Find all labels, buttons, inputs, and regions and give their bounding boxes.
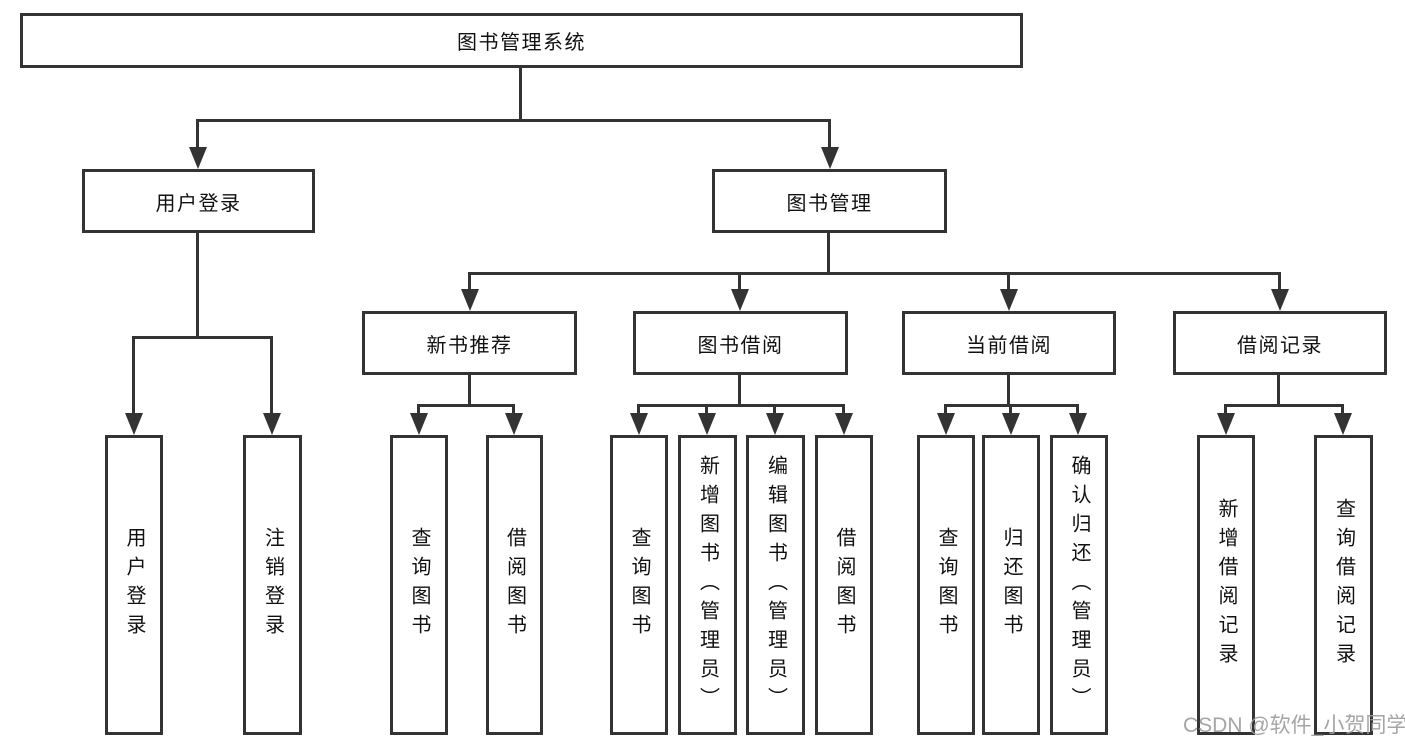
leaf-records-add-record-label: 新增借阅记录	[1215, 498, 1237, 672]
connector-to-current-borrow	[1007, 272, 1010, 291]
arrowhead-down-icon	[1002, 413, 1020, 435]
connector-records-bus	[1224, 404, 1344, 407]
leaf-records-add-record: 新增借阅记录	[1197, 435, 1255, 735]
connector-leaf	[944, 404, 947, 416]
connector-new-rec-stem	[468, 375, 471, 407]
leaf-borrow-borrow-books-label: 借阅图书	[833, 527, 855, 643]
leaf-borrow-query-books-label: 查询图书	[628, 527, 650, 643]
connector-to-leaf-user-login	[132, 336, 135, 416]
leaf-user-login-label: 用户登录	[123, 527, 145, 643]
leaf-borrow-edit-books-admin: 编辑图书（管理员）	[746, 435, 805, 735]
leaf-newrec-borrow-books: 借阅图书	[486, 435, 543, 735]
arrowhead-down-icon	[937, 413, 955, 435]
connector-leaf	[417, 404, 420, 416]
arrowhead-down-icon	[410, 413, 428, 435]
leaf-current-query-books-label: 查询图书	[935, 527, 957, 643]
arrowhead-down-icon	[698, 413, 716, 435]
leaf-logout-label: 注销登录	[261, 527, 284, 643]
leaf-user-login: 用户登录	[105, 435, 163, 735]
connector-current-borrow-stem	[1007, 375, 1010, 407]
node-user-login: 用户登录	[82, 169, 315, 233]
connector-book-borrow-stem	[738, 375, 741, 407]
leaf-records-query-record: 查询借阅记录	[1314, 435, 1373, 735]
connector-to-leaf-logout	[270, 336, 273, 416]
connector-user-login-bus	[132, 336, 273, 339]
leaf-current-confirm-return-admin-label: 确认归还（管理员）	[1068, 454, 1090, 716]
node-book-management: 图书管理	[712, 169, 947, 233]
connector-to-borrow-records	[1278, 272, 1281, 291]
arrowhead-down-icon	[1000, 289, 1018, 311]
connector-to-new-book-recommend	[468, 272, 471, 291]
leaf-borrow-add-books-admin: 新增图书（管理员）	[678, 435, 737, 735]
connector-level2-bus	[196, 119, 831, 122]
connector-leaf	[842, 404, 845, 416]
node-current-borrow-label: 当前借阅	[966, 334, 1052, 357]
node-current-borrow: 当前借阅	[902, 311, 1116, 375]
connector-leaf	[637, 404, 640, 416]
connector-to-user-login	[196, 119, 199, 149]
leaf-current-query-books: 查询图书	[917, 435, 975, 735]
csdn-watermark: CSDN @软件_小贺同学	[1183, 714, 1405, 737]
node-new-book-recommend: 新书推荐	[362, 311, 577, 375]
leaf-current-confirm-return-admin: 确认归还（管理员）	[1050, 435, 1108, 735]
arrowhead-down-icon	[461, 289, 479, 311]
node-borrow-records-label: 借阅记录	[1237, 334, 1323, 357]
connector-records-stem	[1277, 375, 1280, 407]
connector-leaf	[1341, 404, 1344, 416]
arrowhead-down-icon	[821, 147, 839, 169]
connector-leaf	[1224, 404, 1227, 416]
arrowhead-down-icon	[505, 413, 523, 435]
connector-leaf	[512, 404, 515, 416]
connector-leaf	[1076, 404, 1079, 416]
leaf-newrec-borrow-books-label: 借阅图书	[503, 527, 526, 643]
arrowhead-down-icon	[731, 289, 749, 311]
connector-root-stem	[519, 66, 522, 122]
arrowhead-down-icon	[1217, 413, 1235, 435]
arrowhead-down-icon	[766, 413, 784, 435]
node-user-login-label: 用户登录	[155, 192, 242, 215]
arrowhead-down-icon	[835, 413, 853, 435]
node-book-borrow: 图书借阅	[633, 311, 848, 375]
connector-new-rec-bus	[417, 404, 515, 407]
leaf-current-return-books-label: 归还图书	[1000, 527, 1022, 643]
arrowhead-down-icon	[263, 413, 281, 435]
leaf-borrow-query-books: 查询图书	[610, 435, 668, 735]
node-book-borrow-label: 图书借阅	[697, 334, 784, 357]
leaf-current-return-books: 归还图书	[982, 435, 1040, 735]
node-borrow-records: 借阅记录	[1173, 311, 1387, 375]
node-root: 图书管理系统	[20, 13, 1023, 68]
connector-level3-bus	[468, 272, 1281, 275]
leaf-borrow-edit-books-admin-label: 编辑图书（管理员）	[764, 454, 787, 716]
arrowhead-down-icon	[125, 413, 143, 435]
node-new-book-recommend-label: 新书推荐	[426, 334, 513, 357]
leaf-records-query-record-label: 查询借阅记录	[1332, 498, 1355, 672]
arrowhead-down-icon	[630, 413, 648, 435]
connector-user-login-stem	[196, 231, 199, 339]
connector-leaf	[773, 404, 776, 416]
arrowhead-down-icon	[1069, 413, 1087, 435]
connector-book-mgmt-stem	[827, 231, 830, 275]
node-root-label: 图书管理系统	[457, 32, 586, 54]
node-book-management-label: 图书管理	[786, 192, 873, 215]
arrowhead-down-icon	[1271, 289, 1289, 311]
connector-leaf	[705, 404, 708, 416]
leaf-newrec-query-books-label: 查询图书	[408, 527, 430, 643]
connector-to-book-management	[828, 119, 831, 149]
connector-leaf	[1009, 404, 1012, 416]
arrowhead-down-icon	[189, 147, 207, 169]
leaf-borrow-borrow-books: 借阅图书	[815, 435, 873, 735]
leaf-logout: 注销登录	[243, 435, 302, 735]
connector-book-borrow-bus	[637, 404, 845, 407]
arrowhead-down-icon	[1334, 413, 1352, 435]
leaf-newrec-query-books: 查询图书	[390, 435, 448, 735]
connector-to-book-borrow	[738, 272, 741, 291]
leaf-borrow-add-books-admin-label: 新增图书（管理员）	[696, 454, 719, 716]
